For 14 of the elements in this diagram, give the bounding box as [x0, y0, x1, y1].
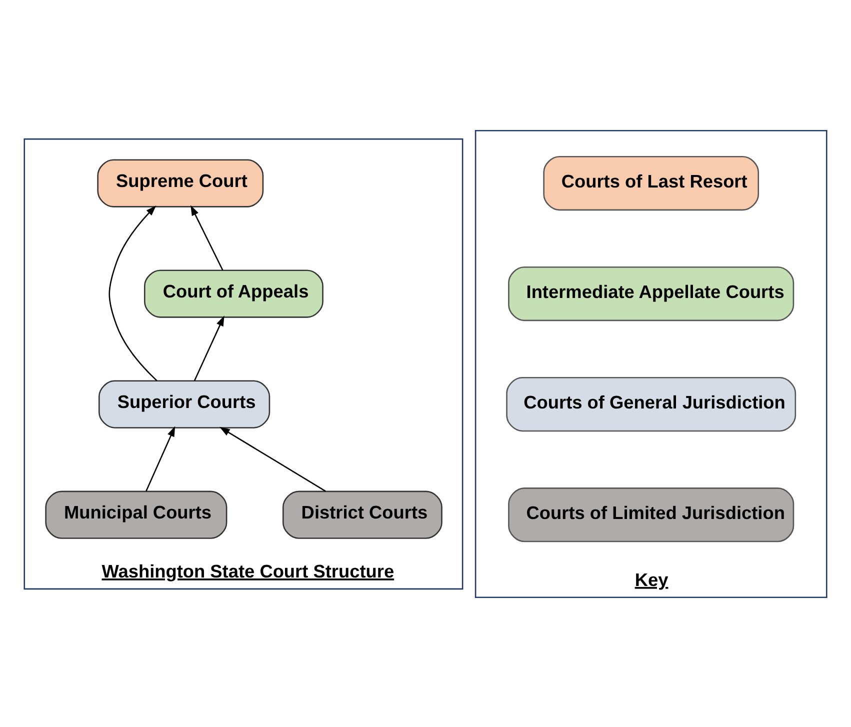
legend-label: Courts of General Jurisdiction: [524, 392, 786, 412]
node-box: District Courts: [282, 490, 442, 538]
node-box: Superior Courts: [98, 380, 270, 428]
node-box: Municipal Courts: [45, 490, 228, 538]
node-box: Court of Appeals: [144, 269, 324, 318]
legend-label: Courts of Last Resort: [561, 170, 748, 191]
legend-label: Intermediate Appellate Courts: [526, 281, 784, 302]
arrow: [219, 426, 326, 492]
arrow: [146, 426, 176, 491]
node-box: Supreme Court: [97, 158, 264, 207]
arrow: [190, 204, 224, 270]
legend-label: Courts of Limited Jurisdiction: [526, 502, 785, 522]
arrow: [194, 315, 224, 380]
arrow: [108, 204, 158, 381]
